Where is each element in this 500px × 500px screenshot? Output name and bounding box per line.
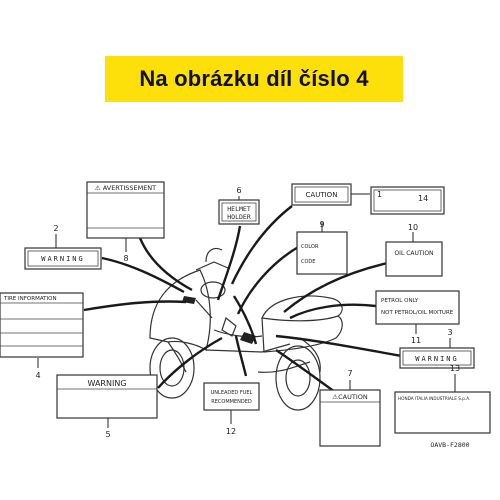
label-warning-2: WARNING <box>24 247 102 270</box>
tire-information-text: TIRE INFORMATION <box>3 296 57 302</box>
callout-13: 13 <box>450 364 460 373</box>
warning-3-text: WARNING <box>415 355 459 363</box>
part-number-banner: Na obrázku díl číslo 4 <box>105 56 403 102</box>
scooter-drawing <box>149 247 343 411</box>
callout-8: 8 <box>123 254 128 263</box>
callout-3: 3 <box>447 328 452 337</box>
callout-4: 4 <box>35 371 40 380</box>
callout-5: 5 <box>105 430 110 439</box>
callout-11: 11 <box>411 336 421 345</box>
helmet-line2-text: HOLDER <box>227 213 251 221</box>
label-caution-1: CAUTION <box>291 183 352 206</box>
petrol-line2-text: NOT PETROL/OIL MIXTURE <box>381 310 454 316</box>
label-tire-information: TIRE INFORMATION <box>0 292 84 358</box>
unleaded-line2-text: RECOMMENDED <box>211 399 252 405</box>
banner-text: Na obrázku díl číslo 4 <box>139 66 369 91</box>
code-text: CODE <box>301 259 315 265</box>
caution-7-text: ⚠CAUTION <box>332 393 368 401</box>
pointer-lines <box>83 205 403 405</box>
label-helmet-holder: HELMET HOLDER <box>218 199 260 225</box>
callout-7: 7 <box>347 369 352 378</box>
oil-caution-text: OIL CAUTION <box>394 250 433 257</box>
callout-12: 12 <box>226 427 236 436</box>
honda-italia-text: HONDA ITALIA INDUSTRIALE S.p.A. <box>398 396 470 401</box>
label-honda-italia: HONDA ITALIA INDUSTRIALE S.p.A. <box>394 391 491 434</box>
warning-2-text: WARNING <box>41 255 85 263</box>
callout-10: 10 <box>408 223 418 232</box>
avertissement-text: ⚠ AVERTISSEMENT <box>95 184 156 192</box>
petrol-line1-text: PETROL ONLY <box>381 298 419 304</box>
label-oil-caution: OIL CAUTION <box>385 241 443 277</box>
color-text: COLOR <box>301 244 319 250</box>
callout-9: 9 <box>319 220 324 229</box>
callout-2: 2 <box>53 224 58 233</box>
label-warning-3: WARNING <box>399 347 475 369</box>
callout-1: 1 <box>377 190 382 199</box>
label-caution-7: ⚠CAUTION <box>319 389 381 447</box>
label-warning-5: WARNING <box>56 374 158 419</box>
label-avertissement: ⚠ AVERTISSEMENT <box>86 181 165 239</box>
label-color-code: COLOR CODE <box>296 231 348 275</box>
label-unleaded-fuel: UNLEADED FUEL RECOMMENDED <box>203 382 260 411</box>
callout-14: 14 <box>418 194 428 203</box>
callout-6: 6 <box>236 186 241 195</box>
label-14 <box>370 186 445 215</box>
warning-5-text: WARNING <box>87 379 126 388</box>
caution-1-text: CAUTION <box>306 191 338 199</box>
unleaded-line1-text: UNLEADED FUEL <box>211 390 253 396</box>
helmet-line1-text: HELMET <box>227 205 251 213</box>
callout-numbers: 1 2 3 4 5 6 7 8 9 10 11 12 13 14 <box>35 186 460 439</box>
part-code-text: OAVB-F2800 <box>430 441 469 449</box>
label-petrol-only: PETROL ONLY NOT PETROL/OIL MIXTURE <box>375 290 460 325</box>
